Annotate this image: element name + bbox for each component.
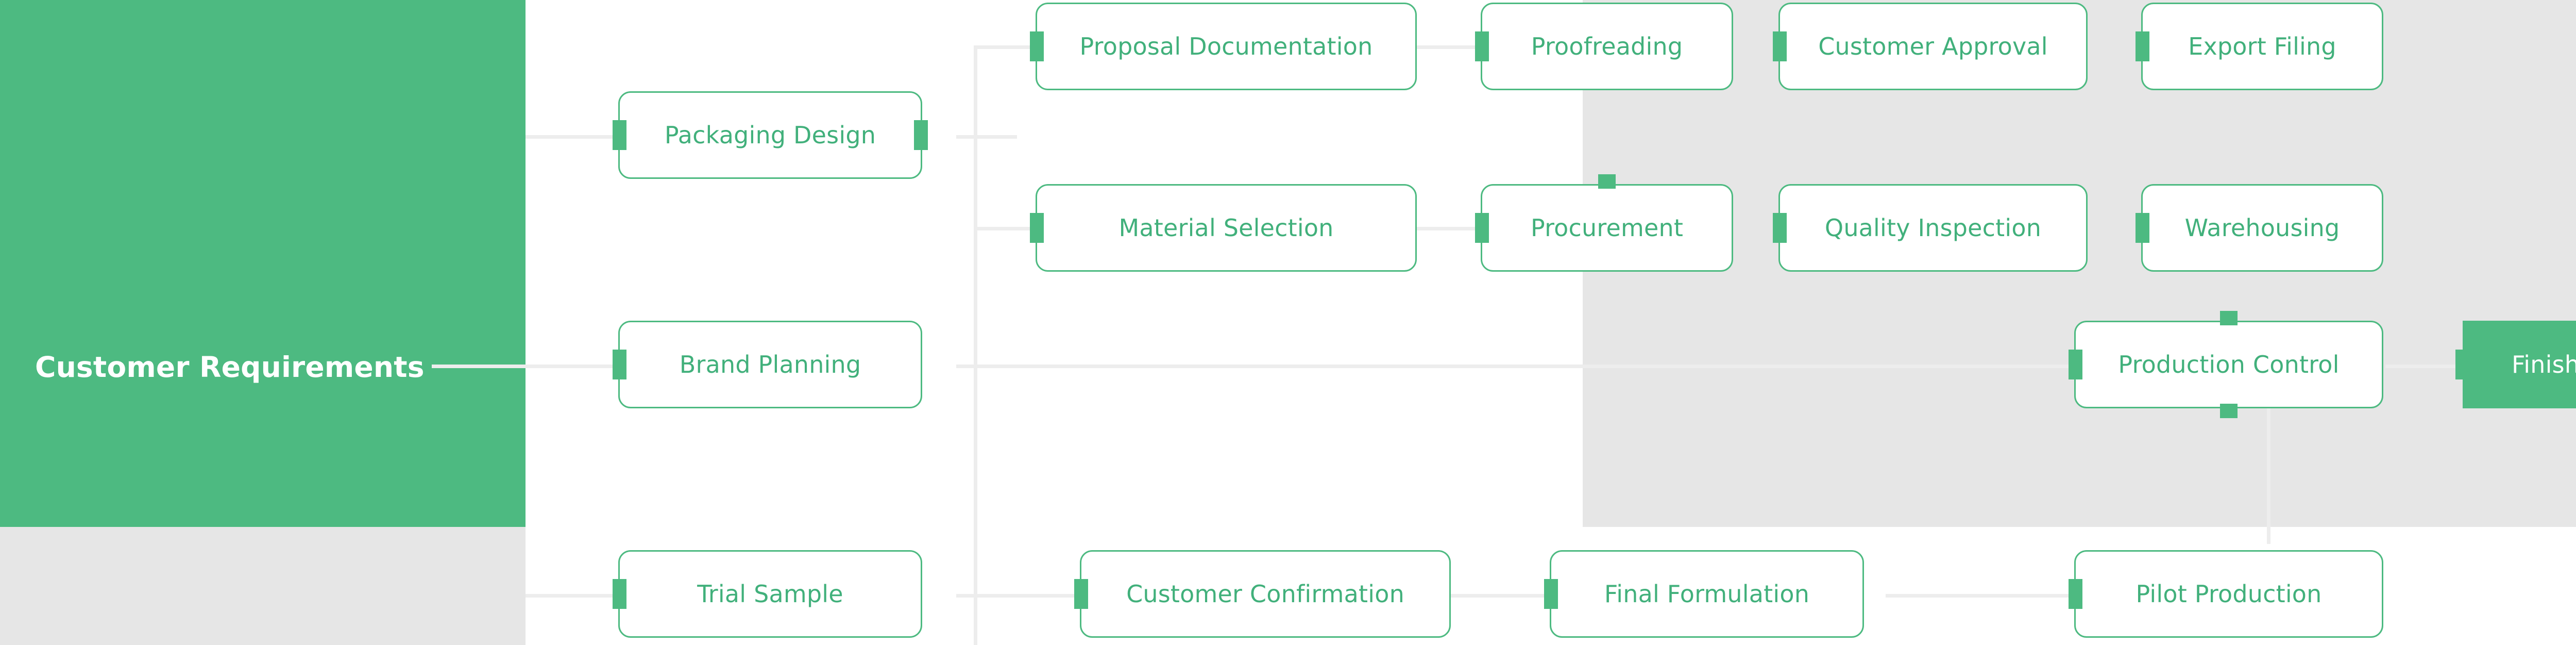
edge-proposal-to-proofreading [1415, 45, 1483, 49]
node-final-formulation[interactable]: Final Formulation [1544, 550, 1864, 638]
port-left-icon[interactable] [613, 579, 626, 609]
node-label: Pilot Production [2136, 580, 2322, 608]
edge-production-to-finished [2385, 365, 2463, 368]
node-label: Final Formulation [1604, 580, 1810, 608]
root-green-band [0, 0, 526, 527]
port-left-icon[interactable] [1544, 579, 1558, 609]
node-quality-inspection[interactable]: Quality Inspection [1773, 184, 2088, 272]
port-left-icon[interactable] [2455, 350, 2469, 379]
edge-branch-trunk [974, 46, 977, 645]
port-left-icon[interactable] [1074, 579, 1088, 609]
edge-brand-to-production [956, 365, 2069, 368]
gray-background-bottom-left [0, 527, 526, 645]
node-label: Finished [2511, 351, 2576, 378]
edge-confirmation-to-formulation [1426, 594, 1550, 598]
edge-pilot-to-production [2267, 402, 2270, 544]
port-right-icon[interactable] [914, 120, 928, 150]
node-proposal-documentation[interactable]: Proposal Documentation [1030, 3, 1417, 90]
port-left-icon[interactable] [2069, 350, 2082, 379]
node-pilot-production[interactable]: Pilot Production [2069, 550, 2383, 638]
node-brand-planning[interactable]: Brand Planning [613, 321, 922, 408]
node-label: Trial Sample [697, 580, 843, 608]
edge-branch-down [974, 227, 1041, 230]
node-label: Production Control [2118, 351, 2340, 378]
edge-packaging-out [956, 135, 1017, 139]
edge-material-to-procurement [1415, 227, 1483, 230]
node-label: Warehousing [2184, 214, 2340, 242]
port-top-icon[interactable] [1598, 174, 1616, 189]
node-production-control[interactable]: Production Control [2069, 311, 2383, 418]
port-left-icon[interactable] [1475, 213, 1489, 243]
edge-to-trial-sample [526, 594, 617, 598]
port-left-icon[interactable] [1030, 213, 1044, 243]
node-label: Material Selection [1118, 214, 1334, 242]
root-node-label: Customer Requirements [35, 351, 425, 384]
node-label: Packaging Design [664, 121, 876, 149]
node-procurement[interactable]: Procurement [1475, 174, 1733, 272]
root-node-customer-requirements[interactable]: Customer Requirements [35, 346, 424, 388]
port-left-icon[interactable] [1773, 213, 1787, 243]
port-left-icon[interactable] [1030, 31, 1044, 61]
node-label: Customer Approval [1818, 32, 2048, 60]
edge-formulation-to-pilot [1886, 594, 2070, 598]
node-label: Brand Planning [679, 351, 861, 378]
node-material-selection[interactable]: Material Selection [1030, 184, 1417, 272]
port-left-icon[interactable] [2136, 213, 2149, 243]
port-left-icon[interactable] [1773, 31, 1787, 61]
node-label: Export Filing [2188, 32, 2336, 60]
node-proofreading[interactable]: Proofreading [1475, 3, 1733, 90]
port-top-icon[interactable] [2220, 311, 2238, 325]
port-left-icon[interactable] [2069, 579, 2082, 609]
port-left-icon[interactable] [613, 350, 626, 379]
edge-to-packaging-design [526, 135, 617, 139]
node-customer-approval[interactable]: Customer Approval [1773, 3, 2088, 90]
node-warehousing[interactable]: Warehousing [2136, 184, 2383, 272]
port-left-icon[interactable] [1475, 31, 1489, 61]
node-label: Quality Inspection [1824, 214, 2042, 242]
port-left-icon[interactable] [2136, 31, 2149, 61]
edge-branch-up [974, 45, 1041, 49]
node-trial-sample[interactable]: Trial Sample [613, 550, 922, 638]
node-label: Proposal Documentation [1079, 32, 1373, 60]
port-bottom-icon[interactable] [2220, 404, 2238, 418]
edge-root-trunk [432, 365, 615, 368]
node-label: Procurement [1530, 214, 1684, 242]
node-finished[interactable]: Finished [2455, 321, 2576, 408]
edge-trial-to-confirmation [956, 594, 1080, 598]
node-packaging-design[interactable]: Packaging Design [613, 91, 928, 179]
node-label: Customer Confirmation [1126, 580, 1404, 608]
port-left-icon[interactable] [613, 120, 626, 150]
node-customer-confirmation[interactable]: Customer Confirmation [1074, 550, 1451, 638]
node-export-filing[interactable]: Export Filing [2136, 3, 2383, 90]
node-label: Proofreading [1531, 32, 1683, 60]
